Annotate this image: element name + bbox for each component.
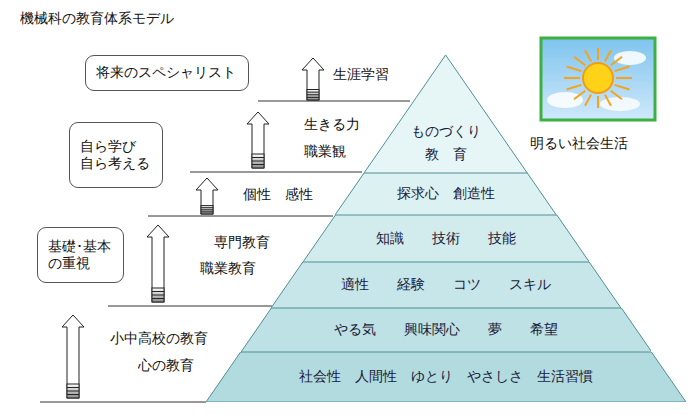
box-text: 将来のスペシャリスト (96, 64, 236, 82)
band-text: 社会性 人間性 ゆとり やさしさ 生活習慣 (299, 368, 593, 386)
up-arrow (196, 178, 218, 214)
box-text: 自ら考える (80, 155, 150, 173)
rounded-box: 自ら学び自ら考える (69, 122, 163, 188)
band-text: 探求心 創造性 (397, 185, 495, 203)
arrow-label: 生涯学習 (333, 66, 389, 84)
band-text: 適性 経験 コツ スキル (341, 276, 551, 294)
pyramid-band: 社会性 人間性 ゆとり やさしさ 生活習慣 (206, 352, 686, 402)
up-arrow (147, 225, 169, 302)
arrow-label: 心の教育 (138, 357, 194, 375)
up-arrow (302, 58, 324, 100)
up-arrow (247, 112, 269, 168)
band-text: やる気 興味関心 夢 希望 (334, 321, 558, 339)
band-text: 教 育 (425, 143, 467, 165)
rounded-box: 将来のスペシャリスト (85, 55, 249, 91)
sun-picture (541, 38, 655, 120)
up-arrow (62, 315, 84, 398)
band-text: ものづくり (411, 120, 481, 142)
arrow-label: 小中高校の教育 (110, 330, 208, 348)
pyramid-band: 適性 経験 コツ スキル (271, 262, 621, 308)
pyramid-band: やる気 興味関心 夢 希望 (241, 308, 652, 352)
rounded-box: 基礎･基本の重視 (37, 227, 124, 283)
arrow-label: 職業教育 (200, 260, 256, 278)
box-text: 自ら学び (80, 138, 136, 156)
box-text: の重視 (48, 255, 90, 273)
pyramid-band: 探求心 創造性 (335, 173, 556, 215)
diagram-title: 機械科の教育体系モデル (20, 10, 174, 28)
pyramid-band: 知識 技術 技能 (303, 215, 589, 262)
arrow-label: 個性 感性 (243, 186, 313, 204)
arrow-label: 職業観 (304, 143, 346, 161)
box-text: 基礎･基本 (48, 238, 111, 256)
arrow-label: 生きる力 (304, 116, 360, 134)
caption-label: 明るい社会生活 (530, 135, 628, 153)
band-text: 知識 技術 技能 (376, 230, 516, 248)
arrow-label: 専門教育 (214, 234, 270, 252)
